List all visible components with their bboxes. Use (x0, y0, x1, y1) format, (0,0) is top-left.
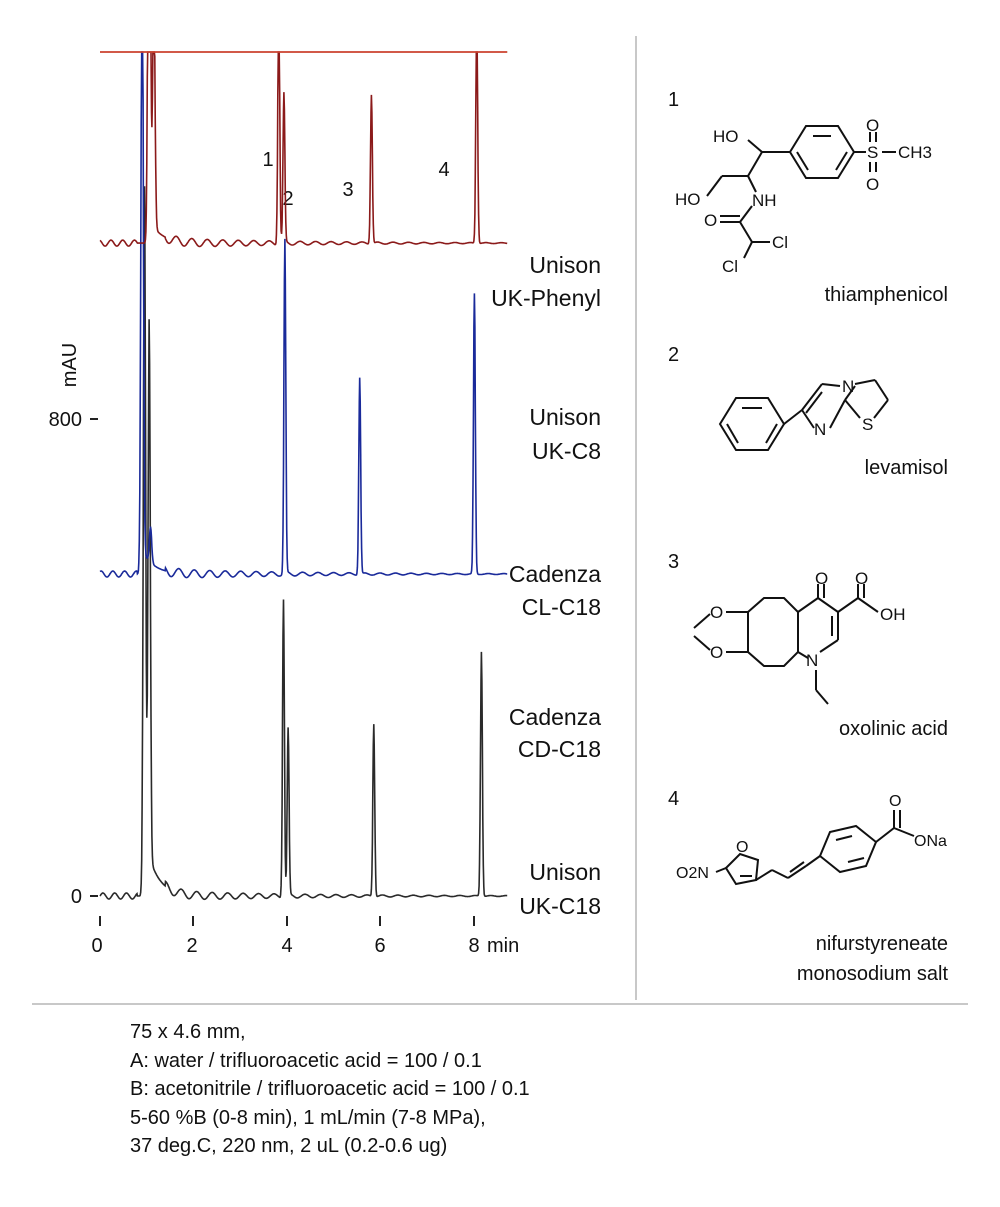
atom-label: Cl (772, 233, 788, 252)
y-axis-label: mAU (59, 343, 81, 387)
series-label-uk-c8-line1: Unison (529, 404, 601, 430)
atom-label: O (889, 793, 901, 810)
compound-name-line2: monosodium salt (797, 963, 949, 985)
levamisol-structure (718, 379, 889, 451)
series-label-uk-c18-line2: UK-C18 (519, 893, 601, 919)
conditions-text: 75 x 4.6 mm, A: water / trifluoroacetic … (130, 1018, 530, 1161)
x-axis: 0 2 4 6 8 min (91, 916, 519, 957)
trace-unison-uk-c18 (99, 186, 508, 901)
series-label-uk-phenyl-line1: Unison (529, 252, 601, 278)
compound-name-line1: nifurstyreneate (816, 933, 948, 955)
series-label-cd-c18-line1: Cadenza (509, 704, 601, 730)
atom-label: O (815, 569, 828, 588)
thiamphenicol-structure (706, 125, 896, 259)
compound-3: 3 O O O O OH N oxolinic acid (668, 551, 948, 740)
atom-label: O (855, 569, 868, 588)
trace-cadenza-cd-c18 (99, 51, 508, 579)
compound-1: 1 HO HO NH (668, 89, 948, 306)
peak-number-2: 2 (282, 188, 293, 210)
conditions-line: B: acetonitrile / trifluoroacetic acid =… (130, 1078, 530, 1100)
conditions-line: 37 deg.C, 220 nm, 2 uL (0.2-0.6 ug) (130, 1135, 448, 1157)
compound-number: 1 (668, 89, 679, 111)
atom-label: NH (752, 191, 777, 210)
nifurstyreneate-structure (715, 810, 915, 886)
x-tick-label: 8 (468, 935, 479, 957)
atom-label: O (710, 603, 723, 622)
atom-label: OH (880, 605, 906, 624)
conditions-line: 5-60 %B (0-8 min), 1 mL/min (7-8 MPa), (130, 1106, 486, 1129)
atom-label: O (736, 839, 748, 856)
atom-label: S (862, 415, 873, 434)
peak-number-4: 4 (438, 159, 449, 181)
compound-name: oxolinic acid (839, 718, 948, 740)
x-unit-label: min (487, 935, 519, 957)
y-axis: mAU 800 0 (49, 343, 98, 908)
atom-label: O (704, 211, 717, 230)
series-label-uk-c18-line1: Unison (529, 859, 601, 885)
peak-number-1: 1 (262, 149, 273, 171)
conditions-line: 75 x 4.6 mm, (130, 1021, 246, 1043)
atom-label: S (867, 143, 878, 162)
compound-name: thiamphenicol (825, 284, 948, 306)
trace-cadenza-cl-c18 (99, 51, 508, 248)
compound-name: levamisol (865, 457, 948, 479)
atom-label: O (710, 643, 723, 662)
atom-label: N (842, 377, 854, 396)
series-label-uk-phenyl-line2: UK-Phenyl (491, 285, 601, 311)
atom-label: O (866, 116, 879, 135)
oxolinic-acid-structure (693, 584, 879, 705)
peak-number-3: 3 (342, 179, 353, 201)
series-label-cl-c18-line1: Cadenza (509, 561, 601, 587)
compound-number: 3 (668, 551, 679, 573)
atom-label: N (814, 420, 826, 439)
series-label-cd-c18-line2: CD-C18 (518, 736, 601, 762)
compound-2: 2 N N S levamisol (668, 344, 948, 479)
x-tick-label: 2 (186, 935, 197, 957)
atom-label: ONa (914, 833, 947, 850)
x-tick-label: 4 (281, 935, 292, 957)
atom-label: N (806, 651, 818, 670)
y-tick-label: 0 (71, 886, 82, 908)
atom-label: HO (713, 127, 739, 146)
compound-number: 2 (668, 344, 679, 366)
x-tick-label: 0 (91, 935, 102, 957)
atom-label: CH3 (898, 143, 932, 162)
conditions-line: A: water / trifluoroacetic acid = 100 / … (130, 1049, 482, 1072)
x-tick-label: 6 (374, 935, 385, 957)
series-label-uk-c8-line2: UK-C8 (532, 438, 601, 464)
chromatogram-traces (99, 51, 508, 901)
series-label-cl-c18-line2: CL-C18 (522, 594, 601, 620)
compound-number: 4 (668, 788, 679, 810)
atom-label: O2N (676, 865, 709, 882)
atom-label: O (866, 175, 879, 194)
compound-4: 4 O2N O O ONa nifurstyreneate monosodium… (668, 788, 948, 985)
atom-label: HO (675, 190, 701, 209)
peak-numbers: 1 2 3 4 (262, 149, 449, 210)
atom-label: Cl (722, 257, 738, 276)
y-tick-label: 800 (49, 409, 82, 431)
series-labels: Unison UK-Phenyl Unison UK-C8 Cadenza CL… (491, 252, 601, 919)
